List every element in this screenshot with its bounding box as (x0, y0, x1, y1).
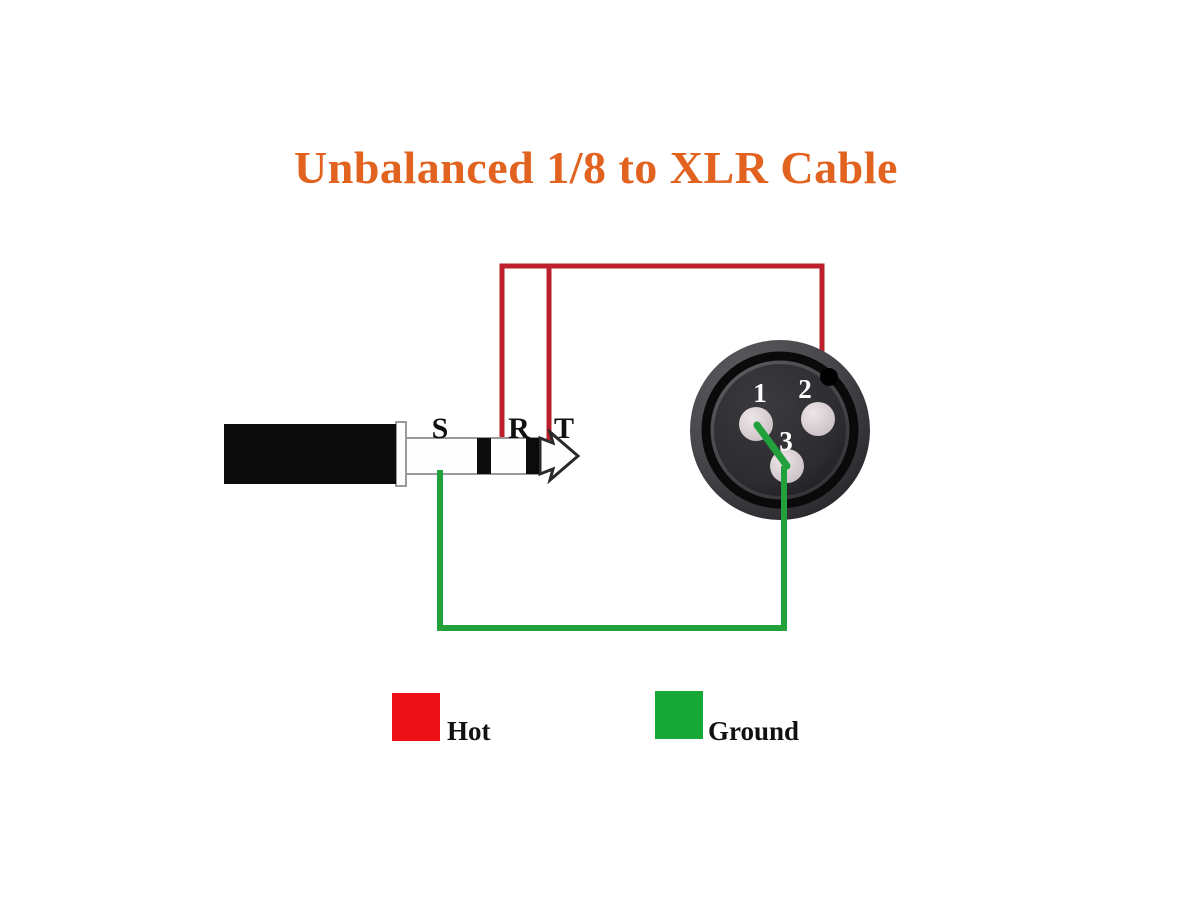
xlr-groove (701, 351, 859, 509)
legend: Hot Ground (392, 691, 799, 746)
trs-plug: S R T (224, 412, 581, 487)
wire-hot-ring-to-pin2 (499, 263, 825, 443)
plug-body (224, 424, 396, 484)
plug-label-tip: T (554, 412, 574, 445)
wire-ground-pin1-to-pin3 (753, 421, 791, 470)
xlr-notch-dot (820, 368, 838, 386)
xlr-pin-2 (801, 402, 835, 436)
legend-label-ground: Ground (708, 716, 799, 746)
plug-label-ring: R (508, 412, 530, 445)
plug-collar (395, 421, 407, 487)
legend-label-hot: Hot (447, 716, 491, 746)
plug-tip (538, 427, 581, 485)
xlr-pin-label-3: 3 (779, 426, 793, 456)
plug-label-sleeve: S (432, 412, 449, 445)
xlr-pin-labels: 1 2 3 (753, 374, 812, 456)
ground-wire-group (437, 421, 791, 631)
xlr-pin-label-1: 1 (753, 378, 767, 408)
legend-swatch-hot (392, 693, 440, 741)
legend-swatch-ground (655, 691, 703, 739)
plug-insulator-ring-2 (526, 438, 539, 474)
wire-ground-sleeve-to-pin3 (437, 466, 787, 631)
page-title: Unbalanced 1/8 to XLR Cable (294, 142, 898, 193)
xlr-face (714, 364, 846, 496)
xlr-connector (690, 340, 870, 520)
hot-wire-group (499, 263, 825, 443)
plug-insulator-ring-1 (477, 438, 491, 474)
xlr-pin-label-2: 2 (798, 374, 812, 404)
